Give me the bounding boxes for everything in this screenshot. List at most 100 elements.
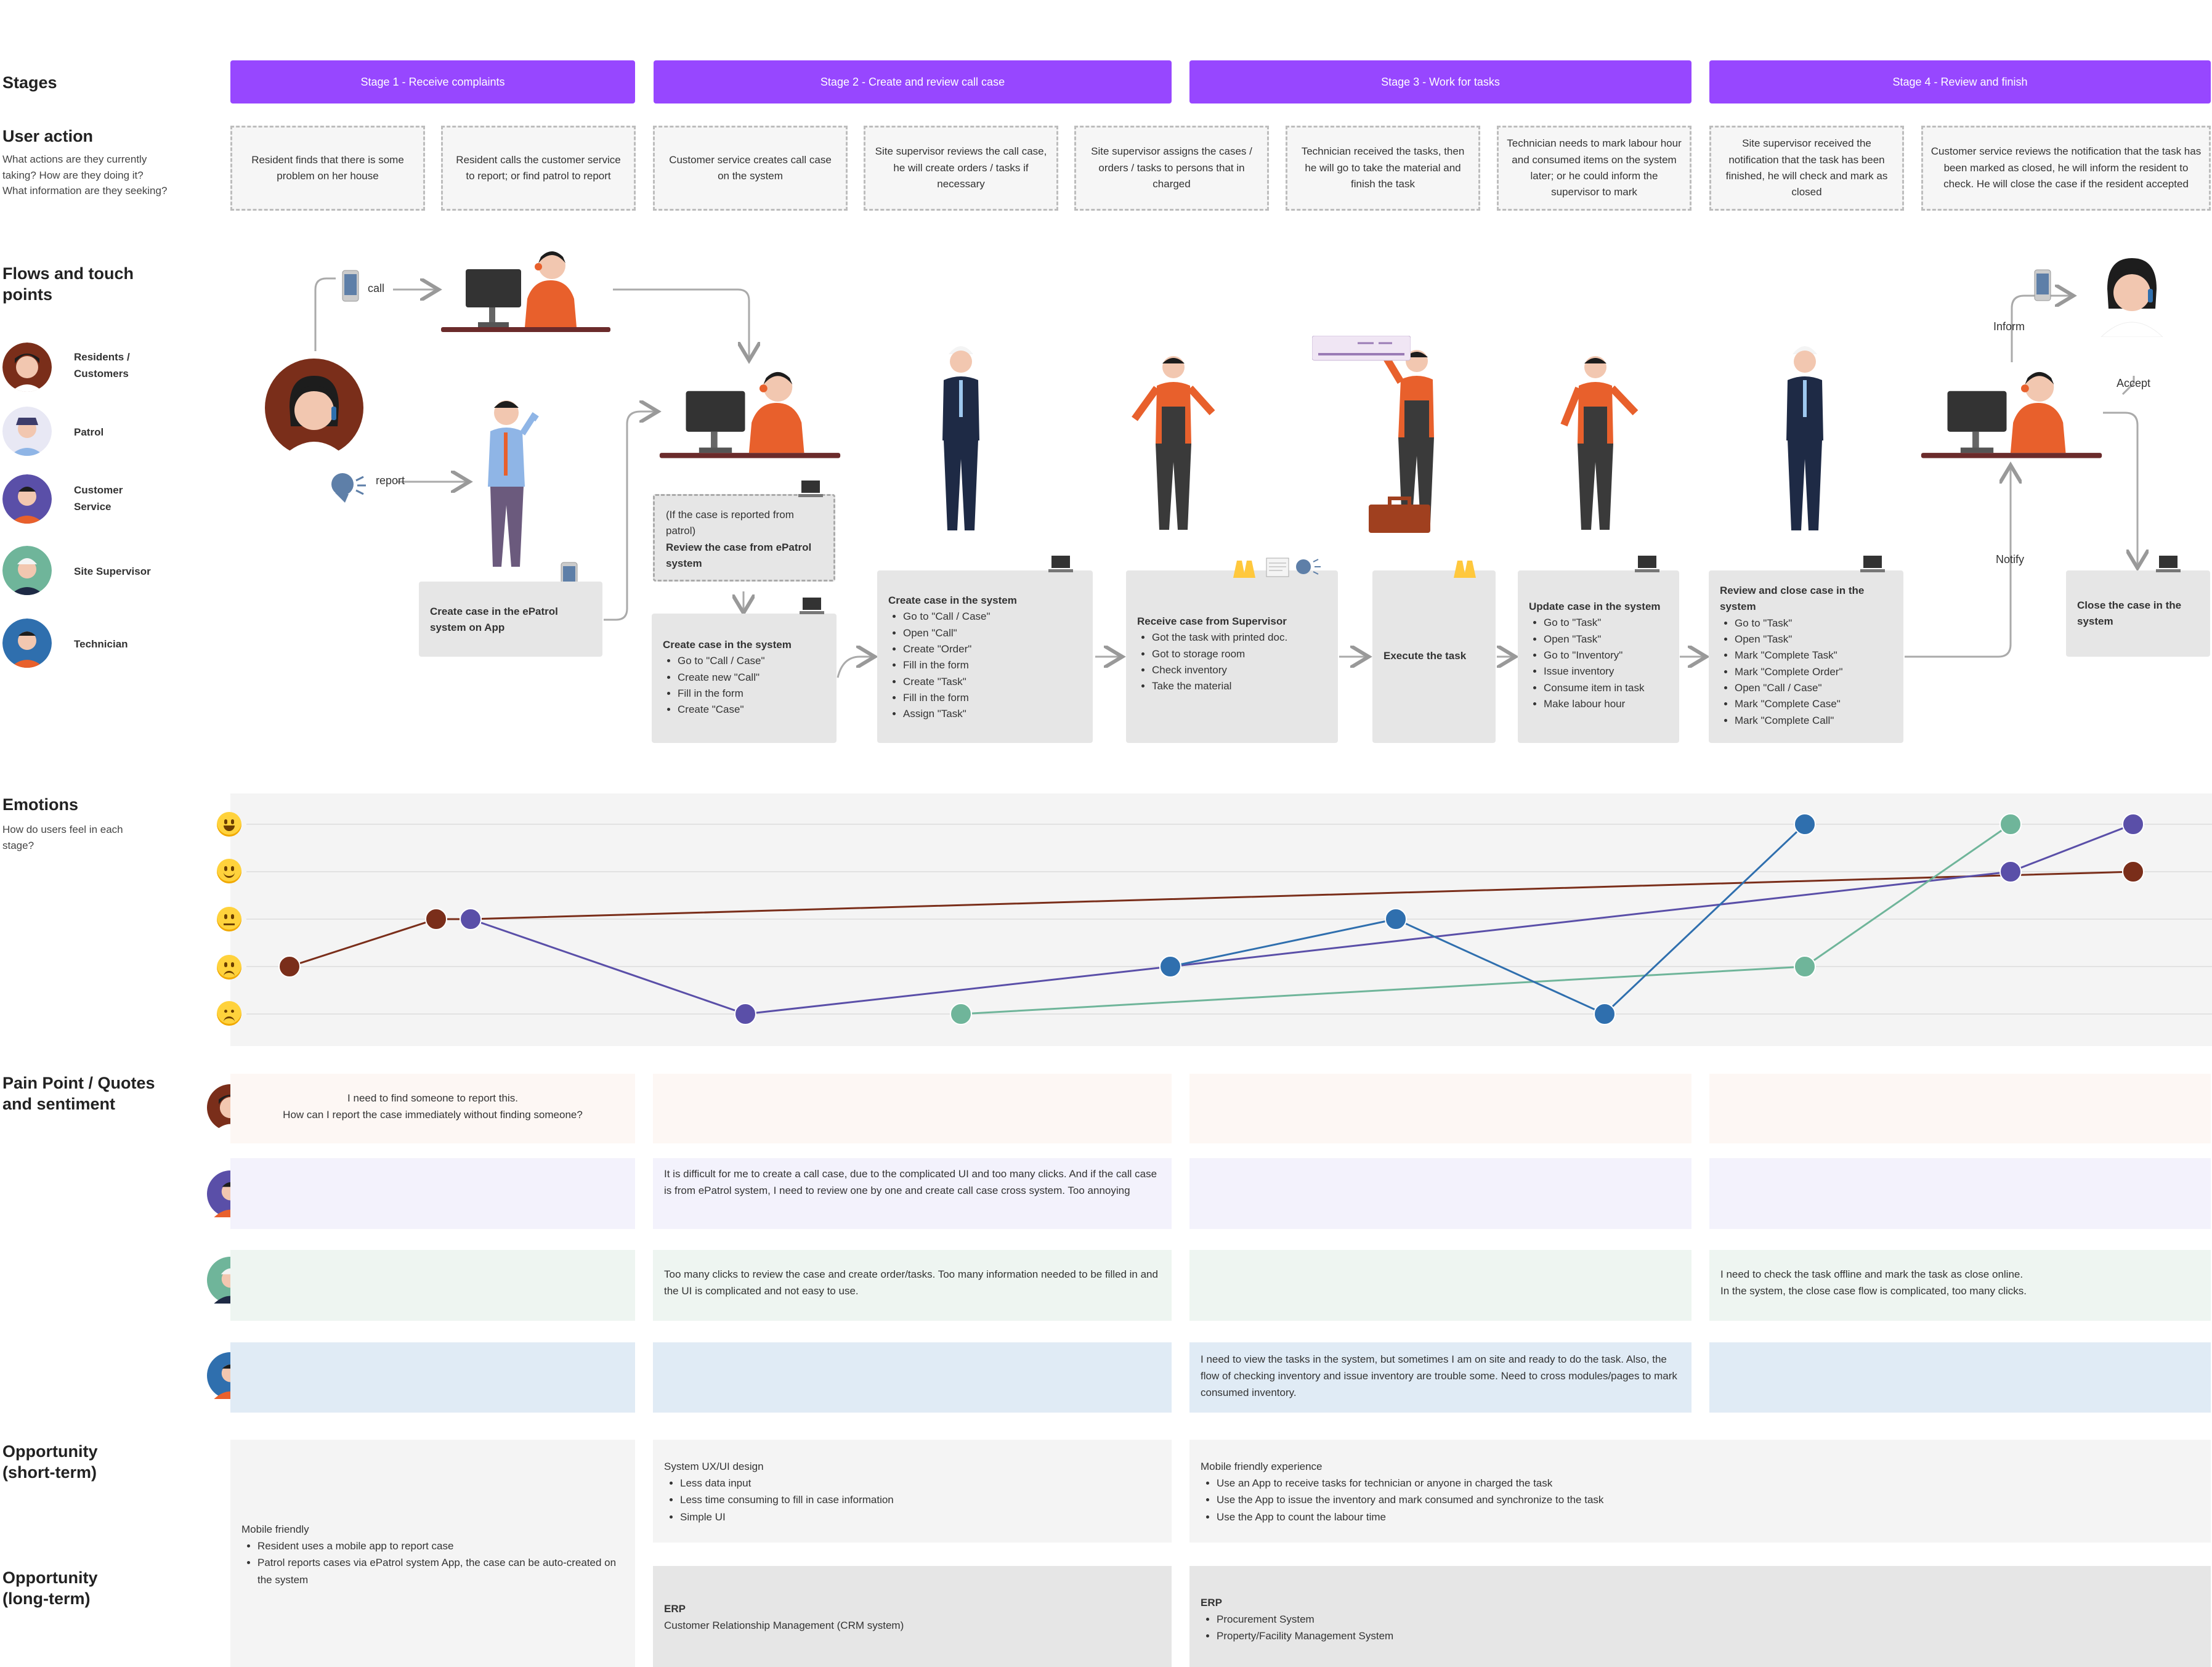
- emotion-point: [1794, 813, 1816, 835]
- flow-label-accept: Accept: [2117, 377, 2151, 389]
- action-box: Technician received the tasks, then he w…: [1286, 126, 1480, 211]
- resident-portrait-end: [2085, 243, 2179, 338]
- action-box: Site supervisor assigns the cases / orde…: [1074, 126, 1269, 211]
- stage-3-bar: Stage 3 - Work for tasks: [1189, 60, 1691, 103]
- site-supervisor-figure-illustration: [942, 346, 979, 530]
- site-supervisor-avatar: [2, 546, 52, 595]
- laptop-icon: [1860, 556, 1885, 572]
- row-title-stages: Stages: [2, 73, 57, 92]
- toolbox-icon: [1369, 497, 1430, 533]
- opportunity-item: Use the App to count the labour time: [1217, 1509, 2200, 1525]
- action-box: Site supervisor reviews the call case, h…: [864, 126, 1058, 211]
- card-title: Review the case from ePatrol system: [666, 541, 812, 570]
- pain-point-empty: [1709, 1158, 2211, 1229]
- flow-label-call: call: [368, 282, 385, 294]
- action-box: Technician needs to mark labour hour and…: [1497, 126, 1691, 211]
- opportunity-title: ERP: [1201, 1597, 1222, 1608]
- card-receive-case: Receive case from Supervisor Got the tas…: [1126, 570, 1338, 743]
- card-steps: Got the task with printed doc. Got to st…: [1137, 630, 1327, 694]
- phone-icon: [2034, 269, 2051, 301]
- step-item: Consume item in task: [1544, 680, 1668, 696]
- emotion-chart: [246, 813, 2212, 1025]
- step-item: Take the material: [1152, 678, 1327, 694]
- row-title-emotions: Emotions: [2, 795, 79, 814]
- emotion-series-line: [1170, 823, 1806, 1015]
- step-item: Got the task with printed doc.: [1152, 630, 1327, 646]
- opportunity-item: Use the App to issue the inventory and m…: [1217, 1491, 2200, 1508]
- row-sub-user-action: What actions are they currently taking? …: [2, 153, 168, 197]
- customer-service-desk-illustration: [441, 251, 610, 332]
- technician-figure-illustration: [1560, 356, 1639, 530]
- step-item: Create "Task": [903, 674, 1082, 690]
- pain-point-empty: [230, 1158, 635, 1229]
- step-item: Mark "Complete Case": [1735, 696, 1892, 712]
- row-title-user-action: User action: [2, 127, 94, 145]
- pain-point-empty: [1189, 1074, 1691, 1143]
- pain-point-empty: [1709, 1074, 2211, 1143]
- card-title: Review and close case in the system: [1720, 585, 1865, 613]
- opportunity-erp-crm: ERP Customer Relationship Management (CR…: [653, 1566, 1172, 1667]
- step-item: Mark "Complete Call": [1735, 713, 1892, 729]
- card-epatrol-create: Create case in the ePatrol system on App: [419, 582, 602, 657]
- patrol-avatar: [2, 407, 52, 456]
- step-item: Go to "Task": [1544, 615, 1668, 631]
- pain-point-empty: [653, 1342, 1172, 1413]
- card-title: Create case in the system: [663, 639, 792, 651]
- card-review-epatrol: (If the case is reported from patrol) Re…: [653, 494, 835, 582]
- pain-point-empty: [1189, 1158, 1691, 1229]
- step-item: Fill in the form: [678, 686, 825, 702]
- card-steps: Go to "Task" Open "Task" Go to "Inventor…: [1529, 615, 1668, 712]
- step-item: Create new "Call": [678, 670, 825, 686]
- flow-label-notify: Notify: [1996, 553, 2025, 566]
- pain-point-empty: [230, 1342, 635, 1413]
- pain-point-empty: [1709, 1342, 2211, 1413]
- action-box: Resident finds that there is some proble…: [230, 126, 425, 211]
- speaking-head-icon: [331, 473, 366, 503]
- emotion-point: [1594, 1003, 1616, 1025]
- opportunity-item: Patrol reports cases via ePatrol system …: [257, 1554, 624, 1588]
- air-conditioner-icon: [1312, 336, 1411, 361]
- card-steps: Go to "Call / Case" Create new "Call" Fi…: [663, 653, 825, 718]
- very-happy-face-icon: [217, 812, 241, 837]
- emotion-point: [734, 1003, 756, 1025]
- opportunity-item: Procurement System: [1217, 1611, 2200, 1628]
- opportunity-title: System UX/UI design: [664, 1461, 764, 1472]
- card-title: Execute the task: [1384, 650, 1467, 662]
- happy-face-icon: [217, 859, 241, 883]
- pain-point-resident: I need to find someone to report this. H…: [230, 1074, 635, 1143]
- opportunity-list: Less data input Less time consuming to f…: [664, 1475, 1161, 1525]
- resident-portrait: [265, 359, 363, 457]
- persona-label-customer-service: Customer Service: [74, 484, 123, 513]
- persona-label-resident: Residents / Customers: [74, 351, 130, 380]
- pain-point-empty: [230, 1250, 635, 1321]
- step-item: Open "Task": [1544, 631, 1668, 647]
- step-item: Fill in the form: [903, 657, 1082, 673]
- pain-point-customer-service: It is difficult for me to create a call …: [653, 1158, 1172, 1229]
- opportunity-item: Use an App to receive tasks for technici…: [1217, 1475, 2200, 1491]
- persona-label-technician: Technician: [74, 638, 128, 650]
- emotion-point: [950, 1003, 972, 1025]
- card-update-case: Update case in the system Go to "Task" O…: [1518, 570, 1679, 743]
- site-supervisor-figure-illustration: [1786, 346, 1823, 530]
- opportunity-erp-systems: ERP Procurement System Property/Facility…: [1189, 1566, 2211, 1667]
- stage-4-bar: Stage 4 - Review and finish: [1709, 60, 2211, 103]
- pain-point-empty: [1189, 1250, 1691, 1321]
- opportunity-mobile-friendly: Mobile friendly Resident uses a mobile a…: [230, 1440, 635, 1667]
- opportunity-list: Procurement System Property/Facility Man…: [1201, 1611, 2200, 1644]
- opportunity-ux-ui: System UX/UI design Less data input Less…: [653, 1440, 1172, 1543]
- action-box: Customer service creates call case on th…: [653, 126, 848, 211]
- technician-figure-illustration: [1382, 350, 1434, 524]
- opportunity-item: Resident uses a mobile app to report cas…: [257, 1538, 624, 1554]
- card-note: (If the case is reported from patrol): [666, 509, 794, 537]
- flow-label-inform: Inform: [1993, 320, 2025, 333]
- opportunity-item: Simple UI: [680, 1509, 1161, 1525]
- step-item: Go to "Inventory": [1544, 647, 1668, 663]
- opportunity-list: Resident uses a mobile app to report cas…: [241, 1538, 624, 1588]
- raised-hands-document-speaking-icons: [1233, 558, 1321, 578]
- customer-service-avatar: [2, 474, 52, 524]
- action-box: Customer service reviews the notificatio…: [1921, 126, 2211, 211]
- step-item: Mark "Complete Order": [1735, 664, 1892, 680]
- step-item: Create "Case": [678, 702, 825, 718]
- step-item: Assign "Task": [903, 706, 1082, 722]
- row-title-pain: Pain Point / Quotes and sentiment: [2, 1074, 155, 1113]
